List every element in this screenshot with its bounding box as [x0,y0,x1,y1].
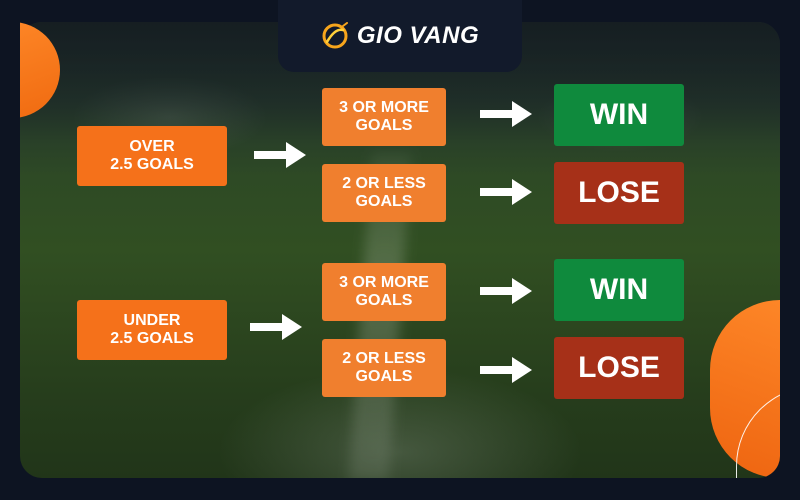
result-win: WIN [554,259,684,321]
brand-logo: GIO VANG [278,0,522,72]
condition-box: 3 OR MORE GOALS [322,88,446,146]
arrow-right-icon [480,278,532,304]
corner-decoration-bottom-right [708,300,780,478]
brand-name: GIO VANG [356,22,480,49]
condition-box: 3 OR MORE GOALS [322,263,446,321]
arrow-right-icon [480,101,532,127]
arrow-right-icon [254,142,306,168]
condition-box: 2 OR LESS GOALS [322,164,446,222]
condition-box: 2 OR LESS GOALS [322,339,446,397]
result-lose: LOSE [554,162,684,224]
arrow-right-icon [250,314,302,340]
result-lose: LOSE [554,337,684,399]
football-logo-icon [322,22,348,49]
branch-label: OVER 2.5 GOALS [110,137,194,173]
corner-decoration-top-left [20,22,64,118]
arrow-right-icon [480,357,532,383]
branch-over: OVER 2.5 GOALS [77,126,227,186]
arrow-right-icon [480,179,532,205]
result-win: WIN [554,84,684,146]
branch-label: UNDER 2.5 GOALS [110,311,194,347]
branch-under: UNDER 2.5 GOALS [77,300,227,360]
